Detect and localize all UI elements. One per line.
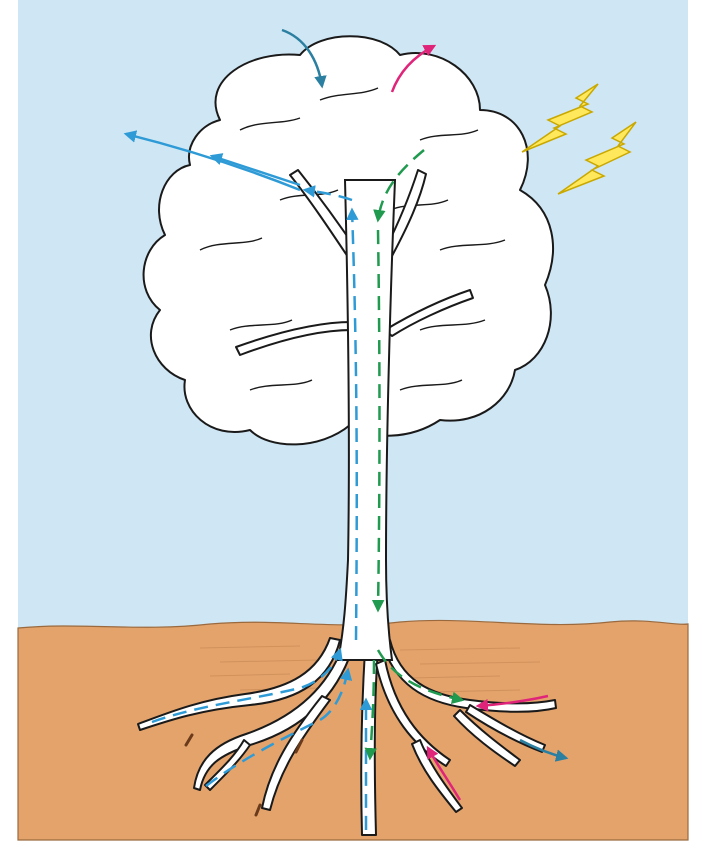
tree-transport-diagram bbox=[0, 0, 706, 858]
